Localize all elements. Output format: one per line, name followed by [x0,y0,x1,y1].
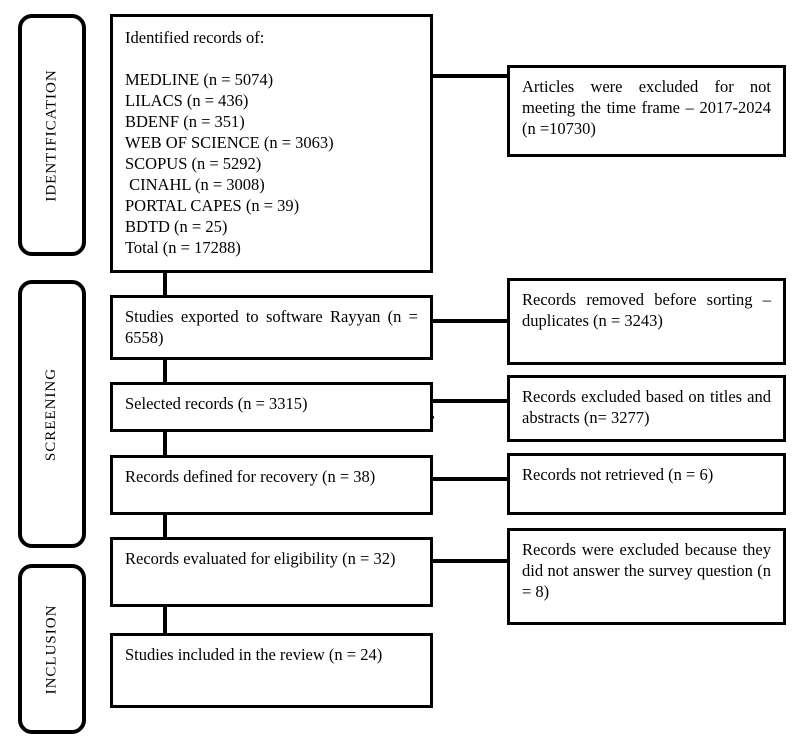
flow-box-records-eligibility: Records evaluated for eligibility (n = 3… [110,537,433,607]
connector-recovery-to-eligibility [163,515,167,537]
flow-box-selected-records: Selected records (n = 3315) [110,382,433,432]
flow-box-exported-rayyan: Studies exported to software Rayyan (n =… [110,295,433,360]
connector-selected-to-titles [433,399,507,403]
connector-exported-to-selected [163,360,167,382]
exclusion-box-titles-abstracts: Records excluded based on titles and abs… [507,375,786,442]
stage-identification-label: IDENTIFICATION [43,68,60,202]
stage-inclusion-label: INCLUSION [43,604,60,694]
exclusion-box-survey-question: Records were excluded because they did n… [507,528,786,625]
stage-identification: IDENTIFICATION [18,14,86,256]
stage-screening-label: SCREENING [43,367,60,461]
flow-box-studies-included: Studies included in the review (n = 24) [110,633,433,708]
exclusion-box-not-retrieved: Records not retrieved (n = 6) [507,453,786,515]
exclusion-box-time-frame: Articles were excluded for not meeting t… [507,65,786,157]
flow-box-records-recovery: Records defined for recovery (n = 38) [110,455,433,515]
exclusion-box-duplicates: Records removed before sorting – duplica… [507,278,786,365]
connector-identified-to-timeframe [433,74,507,78]
connector-eligibility-to-included [163,607,167,633]
stray-period: . [430,402,435,424]
connector-eligibility-to-survey [433,559,507,563]
connector-exported-to-duplicates [433,319,507,323]
connector-recovery-to-notretrieved [433,477,507,481]
flow-box-identified-records: Identified records of: MEDLINE (n = 5074… [110,14,433,273]
connector-selected-to-recovery [163,432,167,455]
stage-inclusion: INCLUSION [18,564,86,734]
connector-identified-to-exported [163,273,167,295]
stage-screening: SCREENING [18,280,86,548]
